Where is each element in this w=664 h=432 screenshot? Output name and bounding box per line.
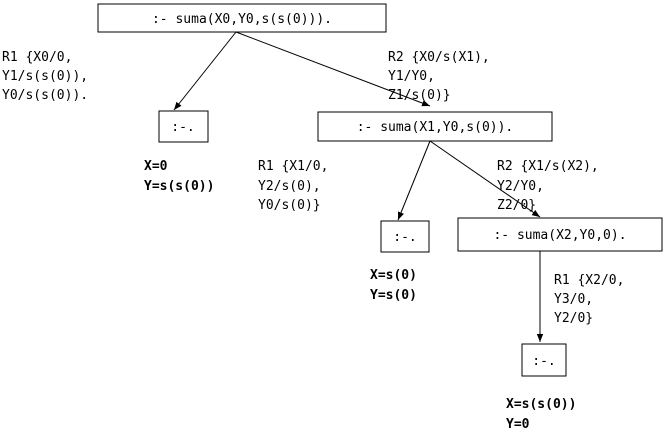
answer-y: Y=s(s(0)) bbox=[144, 179, 214, 194]
node-mid1: :- suma(X1,Y0,s(0)). bbox=[317, 111, 553, 142]
substitution-line: R2 {X0/s(X1), bbox=[388, 50, 490, 65]
edge-label-mid2-leaf3: R1 {X2/0, Y3/0, Y2/0} bbox=[554, 273, 624, 326]
substitution-line: R1 {X2/0, bbox=[554, 273, 624, 288]
node-leaf1: :-. bbox=[158, 110, 209, 143]
answer-y: Y=s(0) bbox=[370, 288, 417, 303]
substitution-line: Z1/s(0)} bbox=[388, 88, 451, 103]
node-leaf2-label: :-. bbox=[393, 230, 416, 245]
substitution-line: Y2/Y0, bbox=[497, 179, 544, 194]
substitution-line: Y1/Y0, bbox=[388, 69, 435, 84]
answer-leaf1: X=0 Y=s(s(0)) bbox=[144, 159, 214, 194]
node-leaf1-label: :-. bbox=[171, 120, 194, 135]
substitution-line: Y0/s(s(0)). bbox=[2, 88, 88, 103]
substitution-line: Z2/0} bbox=[497, 198, 536, 213]
edge-label-mid1-mid2: R2 {X1/s(X2), Y2/Y0, Z2/0} bbox=[497, 159, 599, 213]
node-root: :- suma(X0,Y0,s(s(0))). bbox=[97, 3, 387, 33]
substitution-line: Y1/s(s(0)), bbox=[2, 69, 88, 84]
substitution-line: Y0/s(0)} bbox=[258, 198, 321, 213]
node-mid2: :- suma(X2,Y0,0). bbox=[457, 217, 663, 252]
substitution-line: Y2/s(0), bbox=[258, 179, 321, 194]
substitution-line: R2 {X1/s(X2), bbox=[497, 159, 599, 174]
answer-leaf2: X=s(0) Y=s(0) bbox=[370, 268, 417, 303]
substitution-line: R1 {X0/0, bbox=[2, 50, 72, 65]
node-mid2-label: :- suma(X2,Y0,0). bbox=[493, 228, 626, 243]
node-leaf3-label: :-. bbox=[532, 354, 555, 369]
answer-leaf3: X=s(s(0)) Y=0 bbox=[506, 397, 576, 432]
node-leaf2: :-. bbox=[380, 220, 430, 253]
substitution-line: Y3/0, bbox=[554, 292, 593, 307]
answer-x: X=s(s(0)) bbox=[506, 397, 576, 412]
node-mid1-label: :- suma(X1,Y0,s(0)). bbox=[357, 120, 514, 135]
edge-label-root-leaf1: R1 {X0/0, Y1/s(s(0)), Y0/s(s(0)). bbox=[2, 50, 88, 103]
edge-label-root-mid1: R2 {X0/s(X1), Y1/Y0, Z1/s(0)} bbox=[388, 50, 490, 103]
edge-root-leaf1 bbox=[173, 31, 237, 111]
substitution-line: R1 {X1/0, bbox=[258, 159, 328, 174]
answer-x: X=s(0) bbox=[370, 268, 417, 283]
answer-y: Y=0 bbox=[506, 417, 530, 432]
substitution-line: Y2/0} bbox=[554, 311, 593, 326]
node-leaf3: :-. bbox=[521, 343, 567, 377]
node-root-label: :- suma(X0,Y0,s(s(0))). bbox=[152, 12, 332, 27]
edge-mid1-mid2 bbox=[429, 140, 541, 218]
edge-root-mid1 bbox=[235, 31, 431, 107]
edge-mid1-leaf2 bbox=[397, 140, 431, 221]
answer-x: X=0 bbox=[144, 159, 168, 174]
edge-label-mid1-leaf2: R1 {X1/0, Y2/s(0), Y0/s(0)} bbox=[258, 159, 328, 213]
